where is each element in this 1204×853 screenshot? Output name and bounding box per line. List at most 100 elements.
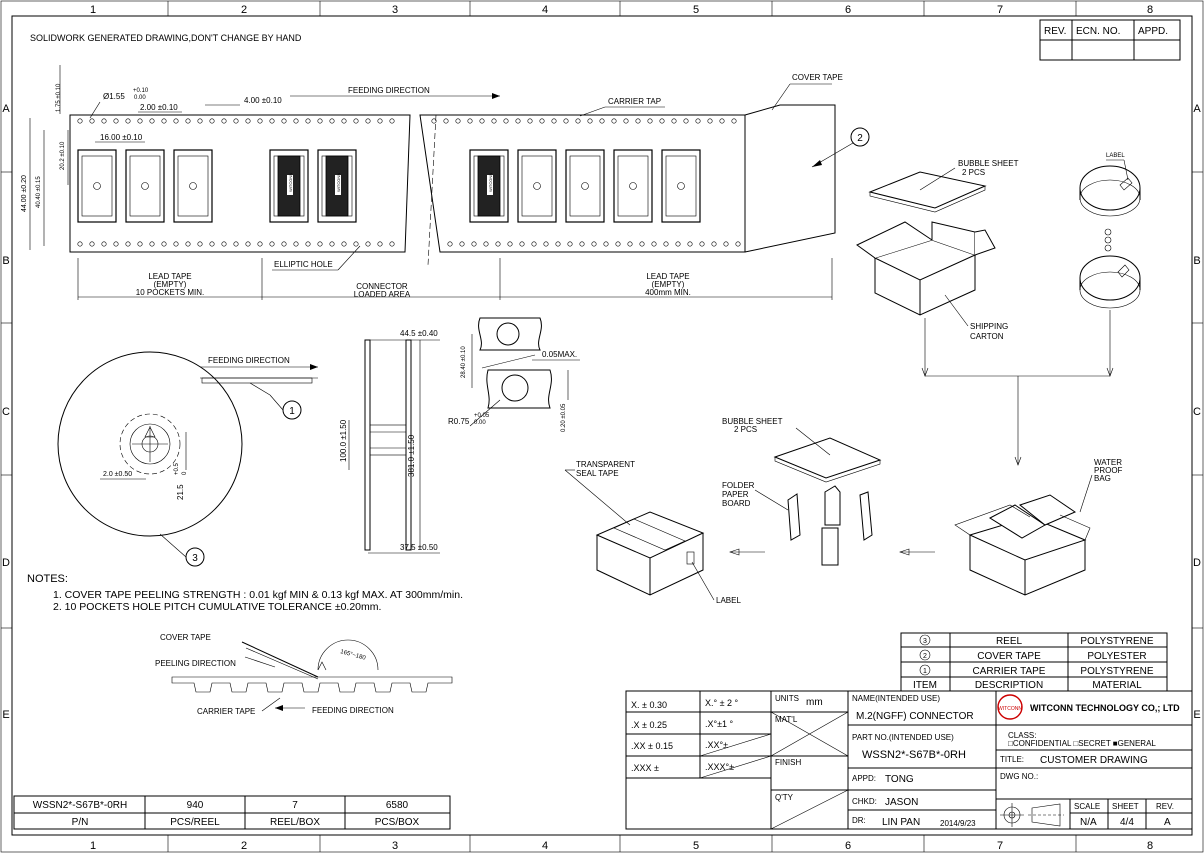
sprocket-hole bbox=[305, 241, 311, 247]
sprocket-hole bbox=[281, 118, 287, 124]
label-bottom: LABEL bbox=[716, 596, 741, 605]
row-label-b: B bbox=[2, 255, 9, 267]
col-label-2-bottom: 2 bbox=[241, 840, 247, 852]
sprocket-hole bbox=[149, 241, 155, 247]
tape-pocket bbox=[517, 149, 557, 223]
rev-value: A bbox=[1164, 817, 1171, 828]
bom-header-item: ITEM bbox=[913, 680, 937, 691]
sprocket-hole bbox=[719, 118, 725, 124]
bom-row-2-no: 2 bbox=[923, 653, 927, 660]
row-label-b-right: B bbox=[1193, 255, 1200, 267]
sprocket-hole bbox=[647, 118, 653, 124]
tol-x3-deg: .XXX°± bbox=[705, 762, 734, 772]
tol-x2-deg: .XX°± bbox=[705, 740, 728, 750]
carrier-tap-label: CARRIER TAP bbox=[608, 97, 661, 106]
company-logo-text: WITCONN bbox=[998, 706, 1022, 712]
peel-carrier-tape: CARRIER TAPE bbox=[197, 707, 255, 716]
sprocket-hole bbox=[113, 241, 119, 247]
sprocket-hole bbox=[431, 118, 437, 124]
sprocket-hole bbox=[563, 118, 569, 124]
appd-header: APPD. bbox=[1138, 26, 1168, 37]
bubble-sheet-2-line-1: BUBBLE SHEET bbox=[722, 417, 783, 426]
water-proof-line-2: PROOF bbox=[1094, 466, 1123, 475]
col-label-7-bottom: 7 bbox=[997, 840, 1003, 852]
sprocket-hole bbox=[353, 118, 359, 124]
peel-cover-tape: COVER TAPE bbox=[160, 633, 211, 642]
col-label-3: 3 bbox=[392, 4, 398, 16]
pcs-reel-value: 940 bbox=[187, 800, 204, 811]
detail-r-tol-minus: 0.00 bbox=[474, 420, 486, 426]
sprocket-hole bbox=[113, 118, 119, 124]
sprocket-hole bbox=[233, 118, 239, 124]
sprocket-hole bbox=[695, 118, 701, 124]
sprocket-hole bbox=[515, 118, 521, 124]
tol-x3: .XXX ± bbox=[631, 763, 659, 773]
dim-16-00: 16.00 ±0.10 bbox=[100, 133, 143, 142]
sprocket-hole bbox=[503, 118, 509, 124]
reel-dim-21-5: 21.5 bbox=[176, 484, 185, 500]
company-name: WITCONN TECHNOLOGY CO,; LTD bbox=[1030, 703, 1180, 713]
col-label-1: 1 bbox=[90, 4, 96, 16]
row-label-e-right: E bbox=[1193, 709, 1200, 721]
bom-row-1-no: 3 bbox=[923, 638, 927, 645]
sprocket-hole bbox=[317, 118, 323, 124]
revision-table: REV. ECN. NO. APPD. bbox=[1039, 19, 1181, 61]
sprocket-hole bbox=[671, 118, 677, 124]
lead-tape-1-line-1: LEAD TAPE bbox=[148, 272, 191, 281]
sprocket-hole bbox=[101, 241, 107, 247]
sprocket-hole bbox=[161, 241, 167, 247]
sprocket-hole bbox=[197, 241, 203, 247]
seal-tape-line-2: SEAL TAPE bbox=[576, 469, 619, 478]
reel-dim-21-5-tol-plus: +0.5 bbox=[174, 462, 180, 475]
tape-pocket bbox=[173, 149, 213, 223]
reel-side-view: 44.5 ±0.40 100.0 ±1.50 381.0 ±1.50 37.5 … bbox=[339, 329, 440, 554]
notes-section: NOTES: 1. COVER TAPE PEELING STRENGTH : … bbox=[27, 573, 463, 613]
sprocket-hole bbox=[555, 241, 561, 247]
sprocket-hole bbox=[257, 241, 263, 247]
tol-x2: .XX ± 0.15 bbox=[631, 741, 673, 751]
cover-tape-label: COVER TAPE bbox=[792, 73, 843, 82]
lead-tape-2-line-2: (EMPTY) bbox=[652, 280, 685, 289]
seal-tape-line-1: TRANSPARENT bbox=[576, 460, 635, 469]
sprocket-hole bbox=[221, 118, 227, 124]
sprocket-hole bbox=[443, 118, 449, 124]
tape-pocket: WITCONN bbox=[469, 149, 509, 223]
side-dim-381-0: 381.0 ±1.50 bbox=[407, 434, 416, 477]
part-value: WSSN2*-S67B*-0RH bbox=[862, 749, 966, 761]
sprocket-hole bbox=[197, 118, 203, 124]
sprocket-hole bbox=[491, 118, 497, 124]
sprocket-hole bbox=[543, 241, 549, 247]
sprocket-hole bbox=[269, 118, 275, 124]
sprocket-hole bbox=[603, 241, 609, 247]
row-label-d: D bbox=[2, 557, 10, 569]
sprocket-hole bbox=[623, 118, 629, 124]
detail-dim-28-40: 28.40 ±0.10 bbox=[461, 346, 467, 378]
sprocket-hole bbox=[723, 241, 729, 247]
dim-44-00: 44.00 ±0.20 bbox=[21, 175, 28, 212]
pn-header: P/N bbox=[72, 817, 89, 828]
shipping-carton-line-2: CARTON bbox=[970, 332, 1004, 341]
bom-row-3-material: POLYSTYRENE bbox=[1080, 666, 1153, 677]
sprocket-hole bbox=[137, 241, 143, 247]
label-top: LABEL bbox=[1106, 153, 1125, 159]
sprocket-hole bbox=[89, 118, 95, 124]
chkd-label: CHKD: bbox=[852, 797, 877, 806]
tol-x1-deg: .X°±1 ° bbox=[705, 719, 734, 729]
lead-tape-1-line-2: (EMPTY) bbox=[154, 280, 187, 289]
bom-row-1-material: POLYSTYRENE bbox=[1080, 636, 1153, 647]
bom-table: 3 REEL POLYSTYRENE 2 COVER TAPE POLYESTE… bbox=[900, 632, 1168, 692]
sprocket-hole bbox=[611, 118, 617, 124]
sprocket-hole bbox=[77, 241, 83, 247]
pocket-label: WITCONN bbox=[288, 173, 293, 192]
dim-2-00: 2.00 ±0.10 bbox=[140, 103, 178, 112]
tape-pocket bbox=[661, 149, 701, 223]
title-value: CUSTOMER DRAWING bbox=[1040, 755, 1148, 766]
sprocket-hole bbox=[293, 118, 299, 124]
scale-value: N/A bbox=[1080, 817, 1097, 828]
tape-pocket: WITCONN bbox=[269, 149, 309, 223]
reel-box-header: REEL/BOX bbox=[270, 817, 320, 828]
ecn-header: ECN. NO. bbox=[1076, 26, 1120, 37]
sprocket-hole bbox=[101, 118, 107, 124]
